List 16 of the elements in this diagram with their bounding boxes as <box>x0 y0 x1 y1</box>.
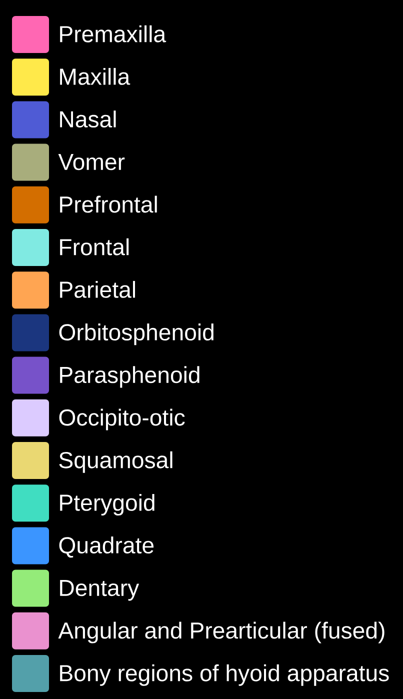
legend-label: Squamosal <box>59 451 172 473</box>
legend-label: Nasal <box>60 110 116 128</box>
legend-label: Angular and Prearticular (fused) <box>58 622 384 644</box>
legend-label: Frontal <box>60 238 129 256</box>
legend-label: Maxilla <box>60 68 130 85</box>
legend-label: Pterygoid <box>60 494 154 516</box>
legend-label: Occipito-otic <box>59 408 185 430</box>
legend-label: Parasphenoid <box>60 366 200 388</box>
legend-label: Premaxilla <box>60 25 166 42</box>
legend-label: Prefrontal <box>60 196 157 213</box>
legend-label: Dentary <box>60 580 140 601</box>
legend-label: Quadrate <box>59 536 154 558</box>
legend-label: Bony regions of hyoid apparatus <box>60 664 389 686</box>
legend-label: Parietal <box>60 280 136 298</box>
legend-label: Orbitosphenoid <box>59 324 214 346</box>
legend-label: Vomer <box>58 154 125 170</box>
